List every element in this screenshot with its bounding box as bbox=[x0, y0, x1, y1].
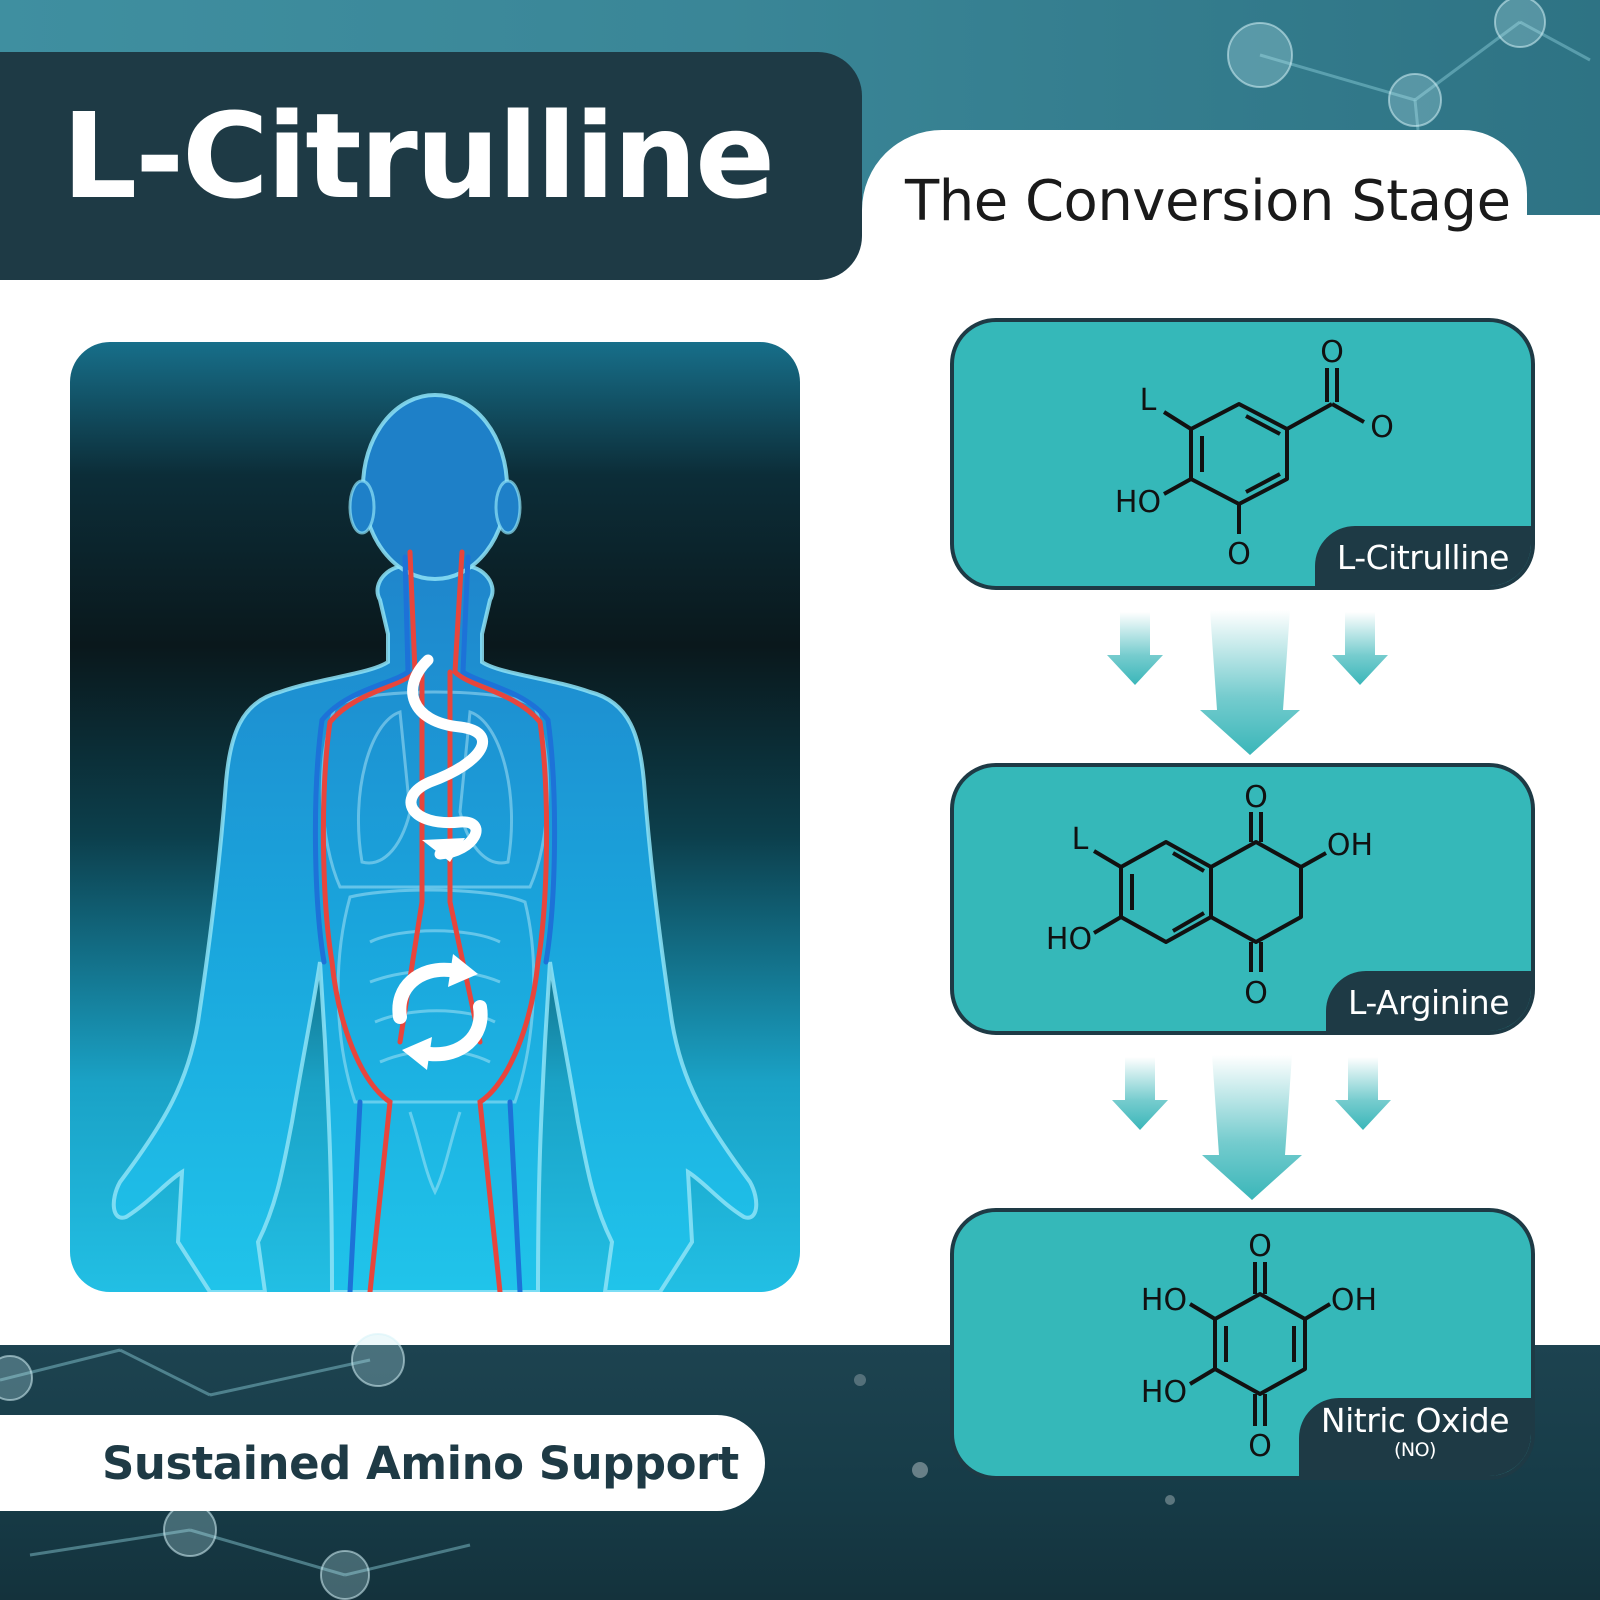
molecule-formula: (NO) bbox=[1393, 1439, 1437, 1461]
molecule-label: Nitric Oxide (NO) bbox=[1298, 1398, 1531, 1476]
atom-label: HO bbox=[1141, 1375, 1187, 1410]
atom-label: O bbox=[1244, 976, 1268, 1011]
atom-label: O bbox=[1248, 1229, 1272, 1264]
chemical-structure-icon: L HO O O O bbox=[1115, 335, 1394, 572]
atom-label: O bbox=[1370, 410, 1394, 445]
cycle-arrows-icon bbox=[392, 962, 488, 1062]
atom-label: L bbox=[1140, 383, 1157, 418]
down-arrow-icon bbox=[1112, 1055, 1391, 1200]
page-subtitle: The Conversion Stage bbox=[905, 169, 1511, 234]
title-banner bbox=[0, 52, 862, 280]
molecule-card-l-citrulline: L HO O O O L-Citrulline bbox=[950, 318, 1535, 590]
molecule-label: L-Arginine bbox=[1326, 971, 1531, 1031]
down-arrow-icon bbox=[1107, 610, 1388, 755]
subtitle-tab bbox=[862, 130, 1527, 280]
atom-label: OH bbox=[1331, 1283, 1377, 1318]
tagline-pill bbox=[0, 1415, 765, 1511]
atom-label: HO bbox=[1046, 922, 1092, 957]
atom-label: O bbox=[1244, 780, 1268, 815]
atom-label: L bbox=[1072, 822, 1089, 857]
molecule-label: L-Citrulline bbox=[1314, 526, 1531, 586]
atom-label: O bbox=[1248, 1429, 1272, 1464]
page-title: L-Citrulline bbox=[62, 87, 775, 225]
molecule-card-nitric-oxide: HO OH HO O O Nitric Oxide (NO) bbox=[950, 1208, 1535, 1480]
tagline-text: Sustained Amino Support bbox=[102, 1437, 739, 1490]
atom-label: HO bbox=[1115, 485, 1161, 520]
human-body-anatomy-icon bbox=[111, 393, 759, 1292]
atom-label: OH bbox=[1327, 828, 1373, 863]
spiral-arrow-icon bbox=[405, 654, 488, 860]
atom-label: HO bbox=[1141, 1283, 1187, 1318]
chemical-structure-icon: HO OH HO O O bbox=[1141, 1229, 1377, 1464]
chemical-structure-icon: L OH HO O O bbox=[1046, 780, 1373, 1011]
atom-label: O bbox=[1227, 537, 1251, 572]
body-illustration-panel bbox=[70, 342, 800, 1292]
molecule-card-l-arginine: L OH HO O O L-Arginine bbox=[950, 763, 1535, 1035]
atom-label: O bbox=[1320, 335, 1344, 370]
molecule-name: Nitric Oxide bbox=[1320, 1401, 1510, 1440]
